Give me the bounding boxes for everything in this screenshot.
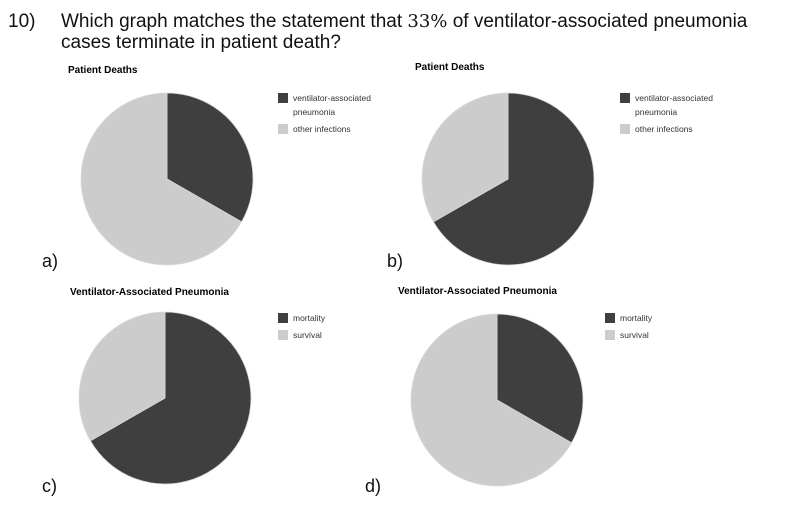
legend-item: other infections bbox=[278, 122, 382, 136]
legend-label: mortality bbox=[620, 313, 653, 323]
legend-swatch-icon bbox=[278, 313, 288, 323]
chart-title-c: Ventilator-Associated Pneumonia bbox=[70, 287, 229, 298]
pie-slice-other-infections bbox=[421, 92, 509, 223]
legend-swatch-icon bbox=[278, 124, 288, 134]
pie-legend-d: mortality survival bbox=[605, 311, 709, 342]
legend-item: mortality bbox=[605, 311, 709, 325]
option-label-b: b) bbox=[387, 251, 404, 271]
pie-chart-a bbox=[80, 92, 254, 266]
question-text-before-value: Which graph matches the statement that bbox=[61, 11, 408, 32]
pie-slice-survival bbox=[78, 311, 166, 442]
pie-slice-survival bbox=[410, 313, 572, 487]
legend-label: survival bbox=[620, 330, 649, 340]
chart-title-a: Patient Deaths bbox=[68, 65, 138, 76]
pie-slice-mortality bbox=[90, 311, 252, 485]
legend-swatch-icon bbox=[605, 330, 615, 340]
pie-chart-b bbox=[421, 92, 595, 266]
option-label-c: c) bbox=[42, 476, 57, 496]
legend-swatch-icon bbox=[605, 313, 615, 323]
chart-title-d: Ventilator-Associated Pneumonia bbox=[398, 286, 557, 297]
pie-legend-c: mortality survival bbox=[278, 311, 382, 342]
pie-slice-mortality bbox=[496, 313, 584, 444]
chart-title-b: Patient Deaths bbox=[415, 62, 485, 73]
legend-label: other infections bbox=[293, 124, 351, 134]
option-label-d: d) bbox=[365, 476, 382, 496]
pie-legend-a: ventilator-associated pneumonia other inf… bbox=[278, 91, 382, 136]
pie-chart-c bbox=[78, 311, 252, 485]
legend-item: other infections bbox=[620, 122, 724, 136]
legend-label: other infections bbox=[635, 124, 693, 134]
option-label-a: a) bbox=[42, 251, 59, 271]
legend-item: survival bbox=[605, 328, 709, 342]
pie-slice-other-infections bbox=[80, 92, 242, 266]
legend-swatch-icon bbox=[278, 330, 288, 340]
legend-swatch-icon bbox=[278, 93, 288, 103]
legend-label: mortality bbox=[293, 313, 326, 323]
question-percentage-value: 33% bbox=[407, 11, 448, 32]
pie-slice-ventilator-associated-pneumonia bbox=[433, 92, 595, 266]
legend-label: ventilator-associated pneumonia bbox=[635, 93, 713, 117]
pie-chart-d bbox=[410, 313, 584, 487]
legend-swatch-icon bbox=[620, 93, 630, 103]
legend-label: ventilator-associated pneumonia bbox=[293, 93, 371, 117]
legend-item: ventilator-associated pneumonia bbox=[620, 91, 724, 119]
pie-legend-b: ventilator-associated pneumonia other inf… bbox=[620, 91, 724, 136]
legend-item: survival bbox=[278, 328, 382, 342]
question-text-after-value: of ventilator-associated pneumonia cases… bbox=[61, 11, 748, 53]
question-number: 10) bbox=[8, 11, 36, 32]
legend-item: ventilator-associated pneumonia bbox=[278, 91, 382, 119]
question-text: Which graph matches the statement that 3… bbox=[61, 11, 783, 53]
legend-swatch-icon bbox=[620, 124, 630, 134]
legend-label: survival bbox=[293, 330, 322, 340]
pie-slice-ventilator-associated-pneumonia bbox=[166, 92, 254, 223]
legend-item: mortality bbox=[278, 311, 382, 325]
